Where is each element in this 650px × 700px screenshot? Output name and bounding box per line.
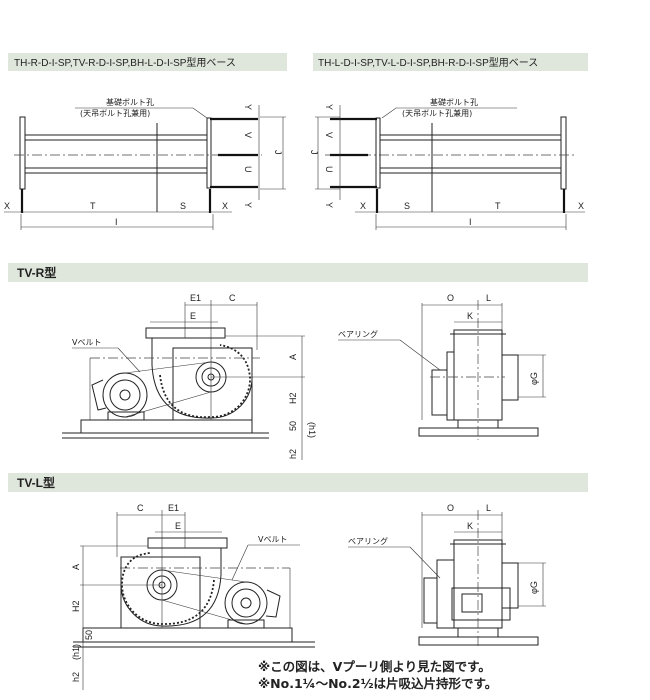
base-plan-left-header: TH-R-D-I-SP,TV-R-D-I-SP,BH-L-D-I-SP型用ベース <box>8 53 287 71</box>
dim-y-top: Y <box>243 104 253 110</box>
note-single-inlet: ※No.1¼〜No.2½は片吸込片持形です。 <box>258 676 497 691</box>
dim-c: C <box>229 293 236 303</box>
tv-r-side-view: Vベルト E1 C E A H2 50 (h1) h2 <box>62 293 317 460</box>
dim-e: E <box>190 311 196 321</box>
dim-a: A <box>288 354 298 360</box>
dim-s: S <box>180 201 186 211</box>
dim-t: T <box>495 201 501 211</box>
callout-bolt-hole: 基礎ボルト孔 <box>430 97 478 107</box>
dim-50: 50 <box>84 630 94 640</box>
dim-j: J <box>273 150 283 155</box>
dim-g: φG <box>529 581 539 594</box>
dim-x-right: X <box>222 201 228 211</box>
callout-bolt-hole-note: (天吊ボルト孔兼用) <box>402 108 472 118</box>
dim-u: U <box>243 166 253 173</box>
dim-h1: (h1) <box>307 422 317 438</box>
note-view-direction: ※この図は、Vプーリ側より見た図です。 <box>258 659 491 674</box>
dim-k: K <box>467 311 473 321</box>
tv-r-header: TV-R型 <box>8 263 588 282</box>
dim-x-right: X <box>578 201 584 211</box>
dim-y-bottom: Y <box>243 202 253 208</box>
base-plan-left-title: TH-R-D-I-SP,TV-R-D-I-SP,BH-L-D-I-SP型用ベース <box>14 56 236 69</box>
dim-o: O <box>447 503 454 513</box>
dim-e: E <box>175 521 181 531</box>
dim-g: φG <box>529 372 539 385</box>
tv-l-front-view: ベアリング O L K φG <box>348 503 546 648</box>
dim-j: J <box>309 150 319 155</box>
dim-i: I <box>469 217 472 227</box>
dim-h2: H2 <box>288 392 298 404</box>
tv-l-header: TV-L型 <box>8 473 588 492</box>
dim-c: C <box>137 503 144 513</box>
dim-t: T <box>90 201 96 211</box>
dim-l: L <box>486 503 491 513</box>
bearing-label: ベアリング <box>338 329 378 339</box>
dim-l: L <box>486 293 491 303</box>
callout-bolt-hole-note: (天吊ボルト孔兼用) <box>80 108 150 118</box>
dim-h1: (h1) <box>71 644 81 660</box>
tv-l-title: TV-L型 <box>17 475 55 490</box>
dim-a: A <box>71 564 81 570</box>
dim-y-bottom: Y <box>324 202 334 208</box>
dim-s: S <box>404 201 410 211</box>
dim-v: V <box>324 132 334 138</box>
dim-x-left: X <box>4 201 10 211</box>
base-plan-left: 基礎ボルト孔 (天吊ボルト孔兼用) X T S X I Y V U Y J <box>4 97 286 230</box>
dim-v: V <box>243 132 253 138</box>
dim-h2-lower: h2 <box>288 449 298 459</box>
dim-i: I <box>115 217 118 227</box>
tv-r-front-view: ベアリング O L K φG <box>338 293 546 440</box>
dim-o: O <box>447 293 454 303</box>
v-belt-label: Vベルト <box>258 535 287 544</box>
dim-h2: H2 <box>71 600 81 612</box>
base-plan-right-title: TH-L-D-I-SP,TV-L-D-I-SP,BH-R-D-I-SP型用ベース <box>318 56 538 69</box>
base-plan-right: 基礎ボルト孔 (天吊ボルト孔兼用) X S T X I Y V U Y J <box>309 97 585 230</box>
dim-k: K <box>467 521 473 531</box>
callout-bolt-hole: 基礎ボルト孔 <box>106 97 154 107</box>
tv-r-title: TV-R型 <box>17 265 56 280</box>
dim-h2-lower: h2 <box>71 672 81 682</box>
v-belt-label: Vベルト <box>72 338 101 347</box>
base-plan-right-header: TH-L-D-I-SP,TV-L-D-I-SP,BH-R-D-I-SP型用ベース <box>313 53 588 71</box>
dim-50: 50 <box>288 421 298 431</box>
dim-u: U <box>324 166 334 173</box>
tv-l-side-view: Vベルト C E1 E A H2 50 (h1) h2 <box>71 503 315 690</box>
dim-e1: E1 <box>190 293 201 303</box>
dim-e1: E1 <box>168 503 179 513</box>
dim-y-top: Y <box>324 104 334 110</box>
dim-x-left: X <box>360 201 366 211</box>
bearing-label: ベアリング <box>348 536 388 546</box>
